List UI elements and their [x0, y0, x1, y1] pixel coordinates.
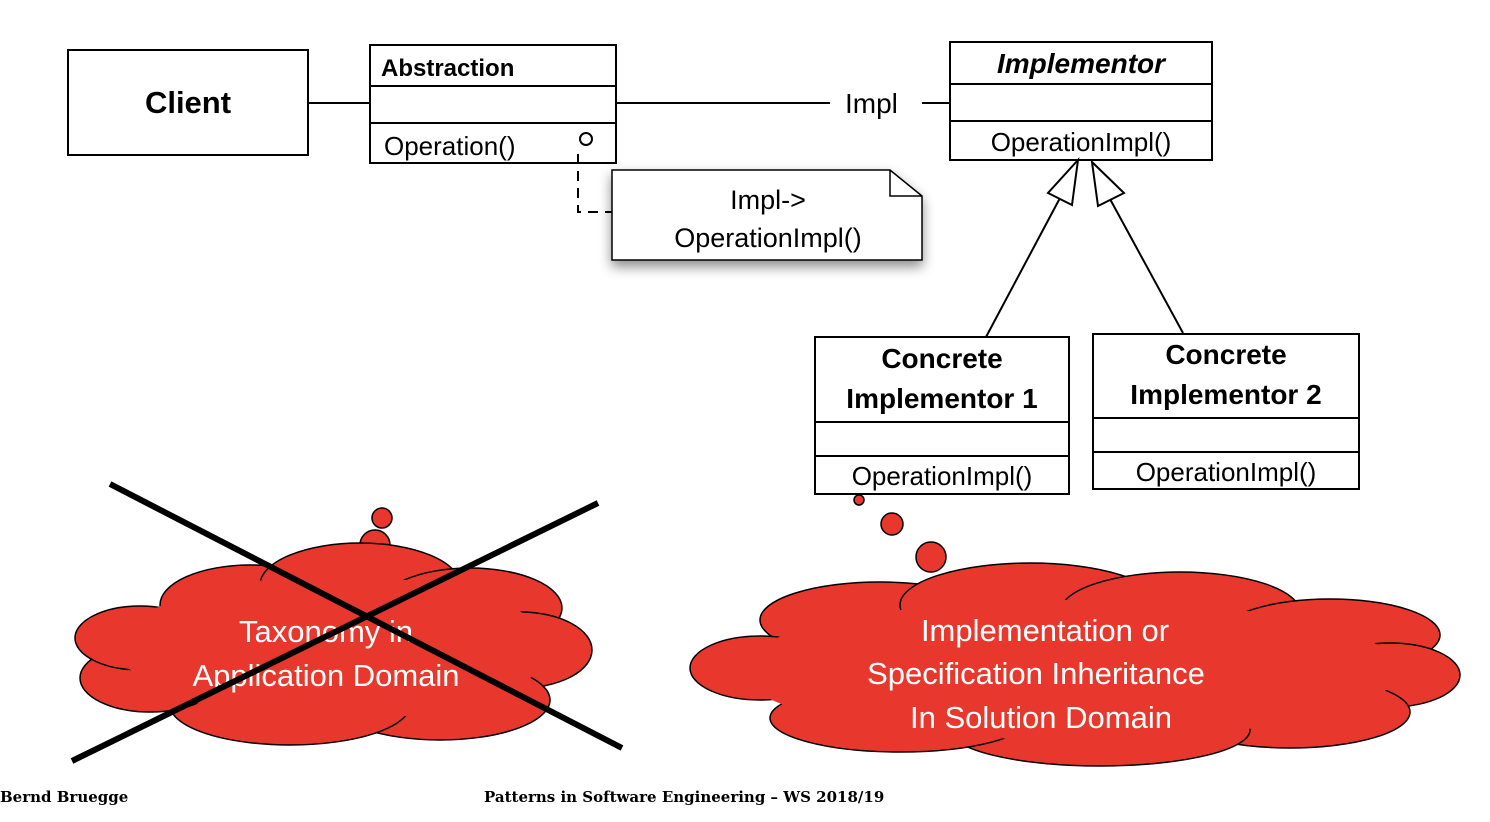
client-class: Client — [67, 49, 309, 156]
cross-out-line — [70, 500, 600, 764]
hollow-triangle-icon — [1046, 156, 1080, 207]
abstraction-name: Abstraction — [381, 55, 514, 82]
hollow-triangle-icon — [1090, 159, 1126, 208]
abstraction-operation: Operation() — [384, 131, 516, 161]
note-dashed-connector — [577, 154, 612, 213]
generalization-concrete1 — [985, 156, 1080, 338]
cloud-right-line2: Specification Inheritance — [867, 656, 1205, 691]
concrete1-operation: OperationImpl() — [852, 461, 1033, 491]
generalization-concrete2 — [1090, 159, 1184, 334]
cloud-right-line1: Implementation or — [921, 613, 1169, 648]
concrete-implementor-1-class: Concrete Implementor 1 OperationImpl() — [814, 336, 1070, 495]
note-line-2: OperationImpl() — [674, 223, 862, 253]
thought-bubble — [853, 494, 865, 506]
concrete2-name-line2: Implementor 2 — [1130, 379, 1321, 410]
thought-bubble — [880, 512, 904, 536]
concrete-implementor-2-class: Concrete Implementor 2 OperationImpl() — [1092, 333, 1360, 490]
cloud-left-line2: Application Domain — [192, 658, 459, 693]
implementor-name: Implementor — [997, 48, 1167, 79]
note-line-1: Impl-> — [730, 185, 806, 215]
thought-bubble — [915, 541, 947, 573]
concrete1-name-line1: Concrete — [881, 343, 1002, 374]
concrete2-name-line1: Concrete — [1165, 339, 1286, 370]
abstraction-class: Abstraction Operation() — [369, 44, 617, 164]
implementation-note: Impl-> OperationImpl() — [611, 169, 923, 261]
footer-author: Bernd Bruegge — [0, 788, 129, 806]
client-label: Client — [145, 85, 231, 120]
cloud-left-line1: Taxonomy in — [239, 614, 413, 649]
implementor-class: Implementor OperationImpl() — [949, 41, 1213, 161]
cloud-right-line3: In Solution Domain — [910, 700, 1172, 735]
concrete1-name-line2: Implementor 1 — [846, 383, 1037, 414]
thought-cloud-left: Taxonomy in Application Domain — [70, 481, 624, 764]
impl-role-label: Impl — [845, 88, 898, 119]
footer-course: Patterns in Software Engineering – WS 20… — [484, 788, 885, 806]
thought-bubble — [371, 507, 393, 529]
implementor-operation: OperationImpl() — [991, 127, 1172, 157]
concrete2-operation: OperationImpl() — [1136, 457, 1317, 487]
thought-cloud-right: Implementation or Specification Inherita… — [689, 494, 1461, 767]
note-anchor-circle — [579, 132, 593, 146]
